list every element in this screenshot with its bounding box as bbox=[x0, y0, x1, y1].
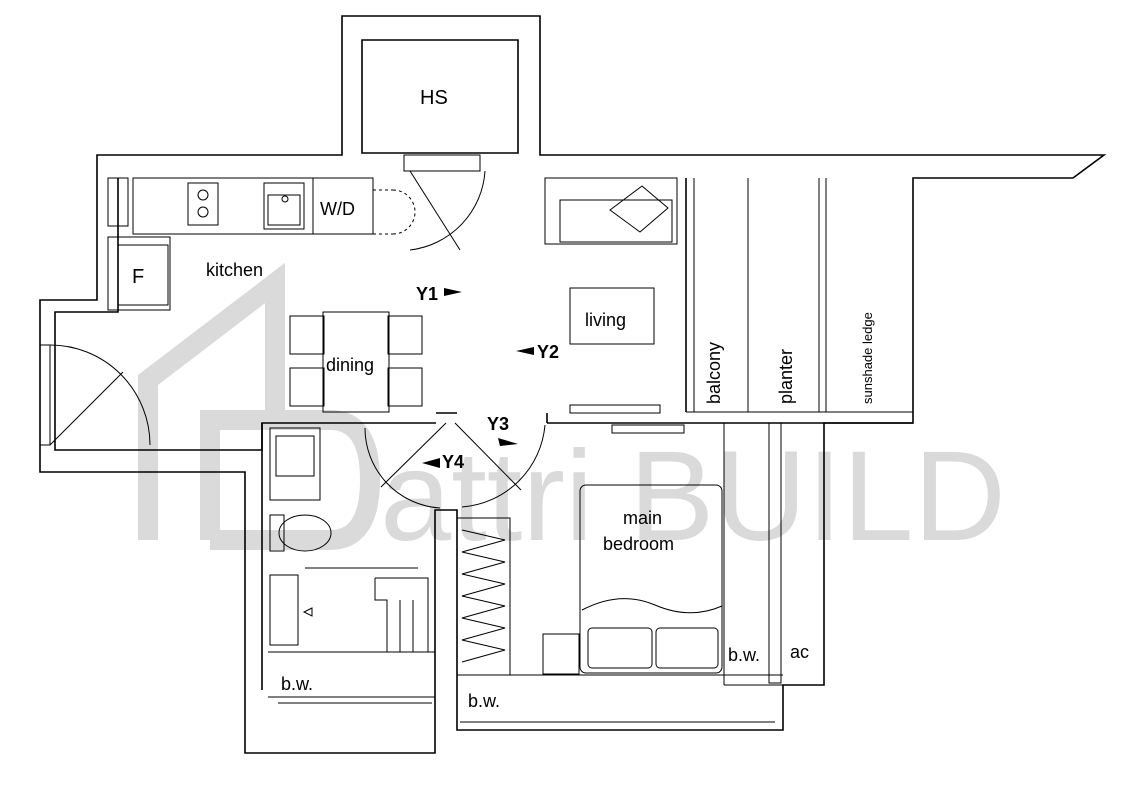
bed-icon bbox=[542, 484, 723, 675]
label-fridge: F bbox=[132, 266, 144, 288]
bathroom bbox=[261, 423, 435, 704]
label-hs: HS bbox=[420, 87, 448, 109]
balcony-zone bbox=[685, 178, 913, 413]
coffee-table bbox=[569, 287, 655, 345]
view-label-y3: Y3 bbox=[487, 414, 509, 434]
tv-console bbox=[569, 404, 661, 414]
view-label-y4: Y4 bbox=[442, 452, 464, 472]
kitchen-counter bbox=[107, 177, 374, 311]
label-ac: ac bbox=[790, 642, 809, 662]
bedroom-walls bbox=[436, 412, 913, 686]
label-bw-bath: b.w. bbox=[281, 674, 313, 694]
hs-door bbox=[373, 154, 486, 251]
label-wd: W/D bbox=[320, 199, 355, 219]
view-markers: Y1 Y2 Y3 Y4 bbox=[416, 284, 559, 472]
entry-door bbox=[39, 344, 151, 446]
sofa-icon bbox=[544, 177, 678, 245]
label-kitchen: kitchen bbox=[206, 260, 263, 280]
view-arrow-y4-icon bbox=[422, 458, 440, 468]
toilet-icon bbox=[278, 514, 332, 552]
label-planter: planter bbox=[776, 349, 796, 404]
sink-icon bbox=[263, 182, 305, 230]
basin-icon bbox=[269, 427, 321, 501]
wardrobe bbox=[456, 517, 511, 676]
label-sunshade-ledge: sunshade ledge bbox=[860, 312, 875, 404]
watermark-text: attri BUILD bbox=[380, 425, 1006, 568]
room-labels: HS W/D F kitchen living dining balcony p… bbox=[132, 87, 875, 711]
dining-set bbox=[289, 311, 423, 413]
view-label-y2: Y2 bbox=[537, 342, 559, 362]
label-dining: dining bbox=[326, 355, 374, 375]
hob-icon bbox=[187, 182, 219, 226]
label-main-bedroom-1: main bbox=[623, 508, 662, 528]
fridge-icon bbox=[107, 236, 171, 311]
outer-walls bbox=[39, 15, 1107, 754]
label-living: living bbox=[585, 310, 626, 330]
label-bw-right: b.w. bbox=[728, 645, 760, 665]
watermark: attri BUILD bbox=[138, 262, 1006, 568]
label-bw-bedroom: b.w. bbox=[468, 691, 500, 711]
label-main-bedroom-2: bedroom bbox=[603, 534, 674, 554]
bedroom-doors bbox=[364, 422, 546, 509]
label-balcony: balcony bbox=[704, 342, 724, 404]
view-arrow-y2-icon bbox=[516, 347, 534, 355]
view-arrow-y1-icon bbox=[444, 288, 462, 296]
view-arrow-y3-icon bbox=[498, 438, 518, 446]
view-label-y1: Y1 bbox=[416, 284, 438, 304]
